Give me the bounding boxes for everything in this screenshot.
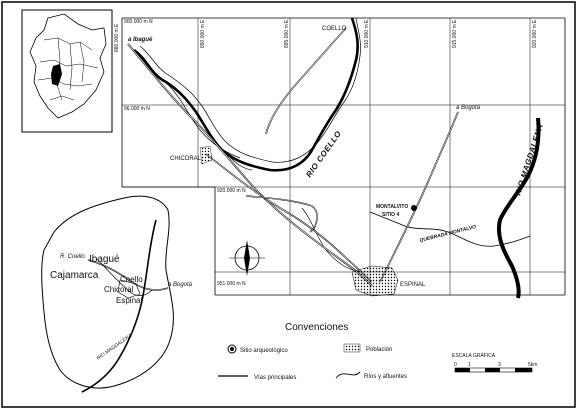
rio-magdalena <box>497 117 541 299</box>
legend-sitio-label: Sitio arqueológico <box>240 348 288 354</box>
legend-rios-label: Ríos y afluentes <box>364 374 407 380</box>
legend-vias-label: Vías principales <box>254 375 296 381</box>
inset-coello: Coello <box>120 275 143 284</box>
tolima-highlight <box>51 64 62 86</box>
town-espinal <box>351 265 399 297</box>
north-arrow-icon <box>229 240 265 276</box>
legend: Convenciones Sitio arqueológico Població… <box>218 322 407 381</box>
grid-label-col-e1: 880.000 m E <box>114 23 120 52</box>
grid-label-top-left: 900.000 m N <box>124 19 153 25</box>
label-espinal: ESPINAL <box>400 282 426 288</box>
grid-label-col-e4: 910.000 m E <box>364 19 370 48</box>
map-gridlines <box>122 18 565 295</box>
road-coello <box>265 27 347 135</box>
legend-poblacion-label: Población <box>366 347 392 353</box>
inset-chicoral: Chicoral <box>104 285 134 294</box>
grid-label-col-e6: 920.000 m E <box>532 19 538 48</box>
grid-label-row4: 951.000 m N <box>217 281 246 287</box>
label-rio-magdalena: RIO MAGDALENA <box>513 123 545 197</box>
road-espinal-bogota <box>379 111 459 283</box>
label-a-bogota: a Bogotá <box>456 105 481 111</box>
scale-bar: ESCALA GRÁFICA 0 1 3 5km <box>452 352 537 373</box>
legend-rios-icon <box>335 371 361 379</box>
scale-tick-0: 0 <box>454 362 457 368</box>
scale-title: ESCALA GRÁFICA <box>452 352 496 359</box>
town-chicoral <box>199 145 213 165</box>
label-coello: COELLO <box>322 26 347 32</box>
inset-ibague: Ibagué <box>89 254 120 265</box>
stream-quebrada <box>369 211 531 247</box>
scale-tick-3: 3 <box>498 362 501 368</box>
grid-label-col-e3: 895.000 m E <box>284 19 290 48</box>
inset-espinal: Espinal <box>116 296 142 305</box>
road-chicoral-espinal <box>205 153 373 283</box>
grid-label-col-e5: 915.000 m E <box>452 19 458 48</box>
regional-inset <box>41 195 174 393</box>
scale-tick-5: 5km <box>528 362 537 368</box>
colombia-locator <box>21 9 113 133</box>
inset-cajamarca: Cajamarca <box>50 270 99 281</box>
label-a-ibague: a Ibagué <box>128 37 153 43</box>
legend-poblacion-icon <box>343 343 361 353</box>
stream-2 <box>221 149 253 171</box>
scale-tick-1: 1 <box>468 362 471 368</box>
grid-label-row3: 920.000 m N <box>217 188 246 194</box>
road-ibague-espinal <box>127 43 373 287</box>
rio-coello-bank <box>139 17 361 163</box>
road-secondary <box>245 195 318 233</box>
label-sitio: SITIO 4 <box>382 212 399 218</box>
site-marker <box>411 205 417 211</box>
label-montalvito: MONTALVITO <box>376 204 408 210</box>
rio-coello <box>133 17 359 172</box>
grid-label-col-e2: 890.000 m E <box>200 19 206 48</box>
inset-a-bogota: a Bogotá <box>168 282 193 288</box>
inset-r-coello: R. Coello <box>60 254 85 260</box>
legend-site-icon <box>227 344 237 354</box>
legend-title: Convenciones <box>285 322 348 333</box>
label-chicoral: CHICORAL <box>170 156 202 162</box>
stream-1 <box>159 77 241 159</box>
grid-label-row2: 96.000 m N <box>124 106 150 112</box>
